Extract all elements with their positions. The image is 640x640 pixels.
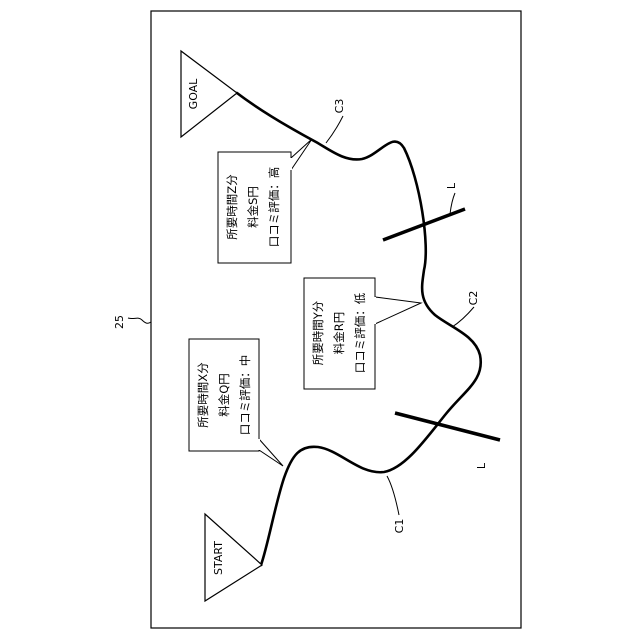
barrier-label-upper: L bbox=[445, 182, 458, 189]
info-box-c3-line-2: 料金S円 bbox=[246, 186, 260, 228]
info-box-c1-line-1: 所要時間X分 bbox=[196, 362, 210, 428]
barrier-leader-upper bbox=[450, 193, 455, 214]
figure-number-label: 25 bbox=[113, 315, 126, 329]
info-box-c1-line-3: 口コミ評価：中 bbox=[238, 355, 252, 436]
info-box-c2-pointer bbox=[375, 297, 421, 324]
route-leader-c3 bbox=[326, 116, 343, 143]
info-box-c3-line-1: 所要時間Z分 bbox=[225, 174, 239, 240]
route-label-c2: C2 bbox=[467, 291, 480, 306]
start-label: START bbox=[212, 541, 225, 575]
barrier-label-lower: L bbox=[475, 462, 488, 469]
info-box-c1-pointer bbox=[259, 439, 283, 466]
info-box-c2-line-3: 口コミ評価：低 bbox=[353, 292, 367, 373]
route-leader-c1 bbox=[387, 476, 399, 515]
route-leader-c2 bbox=[452, 307, 474, 327]
route-label-c1: C1 bbox=[393, 519, 406, 534]
info-box-c3-pointer bbox=[291, 139, 312, 170]
barrier-line-lower bbox=[395, 413, 500, 440]
goal-label: GOAL bbox=[187, 78, 200, 110]
info-box-c2-line-2: 料金R円 bbox=[332, 312, 346, 355]
route-label-c3: C3 bbox=[333, 99, 346, 114]
figure-number-leader bbox=[128, 318, 151, 323]
info-box-c1-line-2: 料金Q円 bbox=[217, 373, 231, 417]
info-box-c2-line-1: 所要時間Y分 bbox=[311, 300, 325, 365]
info-box-c3-line-3: 口コミ評価：高 bbox=[267, 167, 281, 248]
